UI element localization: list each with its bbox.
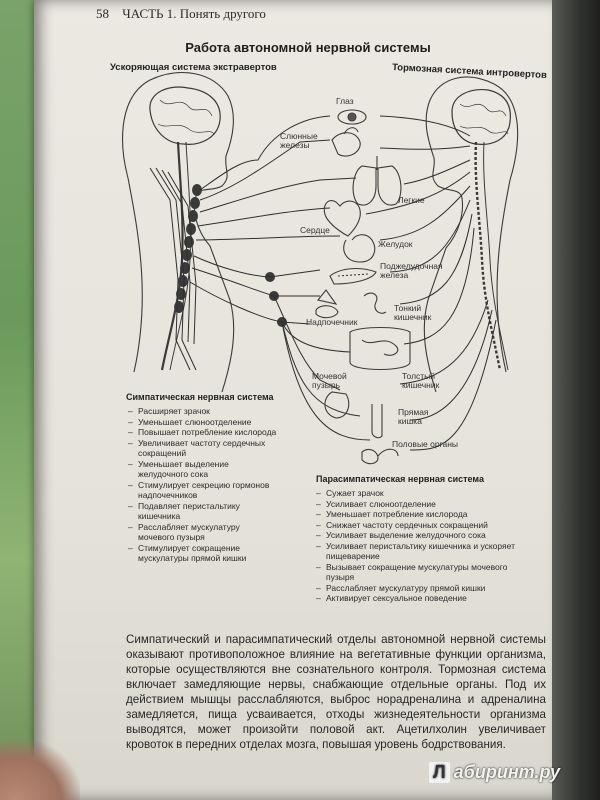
small-intestine-icon xyxy=(363,292,387,314)
list-item: Подавляет перистальтику кишечника xyxy=(128,501,278,522)
book-cover-edge xyxy=(0,0,38,800)
reproductive-organs-icon xyxy=(361,448,399,465)
adrenal-gland-icon xyxy=(315,289,339,319)
list-item: Расширяет зрачок xyxy=(128,406,278,417)
list-item: Расслабляет мускулатуру мочевого пузыря xyxy=(128,522,278,543)
list-item: Уменьшает слюноотделение xyxy=(128,417,278,428)
body-paragraph: Симпатический и парасимпатический отделы… xyxy=(126,633,546,751)
watermark-text: абиринт.ру xyxy=(453,762,560,782)
label-pancreas: Поджелудочная железа xyxy=(380,261,443,280)
list-item: Сужает зрачок xyxy=(316,488,526,499)
list-item: Активирует сексуальное поведение xyxy=(316,593,526,604)
parasympathetic-list-title: Парасимпатическая нервная система xyxy=(316,474,484,484)
list-item: Снижает частоту сердечных сокращений xyxy=(316,520,526,531)
label-eye: Глаз xyxy=(336,96,354,106)
left-brain xyxy=(149,86,221,145)
sympathetic-ganglia-chain xyxy=(174,184,287,327)
parasympathetic-effects-list: Сужает зрачок Усиливает слюноотделение У… xyxy=(316,488,526,604)
list-item: Уменьшает потребление кислорода xyxy=(316,509,526,520)
heart-icon xyxy=(323,200,361,237)
right-head-outline xyxy=(423,76,519,393)
label-adrenal-gland: Надпочечник xyxy=(306,317,358,327)
label-reproductive-organs: Половые органы xyxy=(392,439,459,449)
lungs-icon xyxy=(352,156,402,206)
rectum-icon xyxy=(371,404,383,439)
label-small-intestine: Тонкий кишечник xyxy=(394,303,432,322)
label-stomach: Желудок xyxy=(378,239,413,249)
sympathetic-effects-list: Расширяет зрачок Уменьшает слюноотделени… xyxy=(128,406,278,564)
bladder-icon xyxy=(324,391,350,419)
label-lungs: Легкие xyxy=(398,195,425,205)
list-item: Уменьшает выделение желудочного сока xyxy=(128,459,278,480)
list-item: Стимулирует секрецию гормонов надпочечни… xyxy=(128,480,278,501)
label-bladder: Мочевой пузырь xyxy=(312,371,347,390)
sympathetic-list-title: Симпатическая нервная система xyxy=(126,392,274,402)
list-item: Вызывает сокращение мускулатуры мочевого… xyxy=(316,562,526,583)
list-item: Повышает потребление кислорода xyxy=(128,427,278,438)
salivary-glands-icon xyxy=(331,127,361,157)
page-header: 58 ЧАСТЬ 1. Понять другого xyxy=(96,6,266,22)
label-salivary-glands: Слюнные железы xyxy=(280,131,318,150)
large-intestine-icon xyxy=(349,326,411,370)
right-brain xyxy=(451,89,511,145)
thumb xyxy=(0,740,80,800)
label-heart: Сердце xyxy=(300,225,330,235)
label-large-intestine: Толстый кишечник xyxy=(402,371,440,390)
page-gutter-shadow xyxy=(552,0,600,800)
pancreas-icon xyxy=(329,267,377,285)
eye-icon xyxy=(337,109,367,125)
page-number: 58 xyxy=(96,6,109,21)
stomach-icon xyxy=(343,234,376,263)
figure-title: Работа автономной нервной системы xyxy=(185,40,431,55)
list-item: Стимулирует сокращение мускулатуры прямо… xyxy=(128,543,278,564)
left-head-outline xyxy=(122,72,235,393)
chapter-title: ЧАСТЬ 1. Понять другого xyxy=(122,6,266,21)
list-item: Усиливает выделение желудочного сока xyxy=(316,530,526,541)
label-rectum: Прямая кишка xyxy=(398,407,429,426)
list-item: Усиливает перистальтику кишечника и уско… xyxy=(316,541,526,562)
sympathetic-heading: Ускоряющая система экстравертов xyxy=(110,62,277,73)
right-spine xyxy=(474,141,502,371)
list-item: Увеличивает частоту сердечных сокращений xyxy=(128,438,278,459)
list-item: Усиливает слюноотделение xyxy=(316,499,526,510)
book-page xyxy=(34,0,556,800)
watermark-badge: Л xyxy=(429,762,450,783)
list-item: Расслабляет мускулатуру прямой кишки xyxy=(316,583,526,594)
